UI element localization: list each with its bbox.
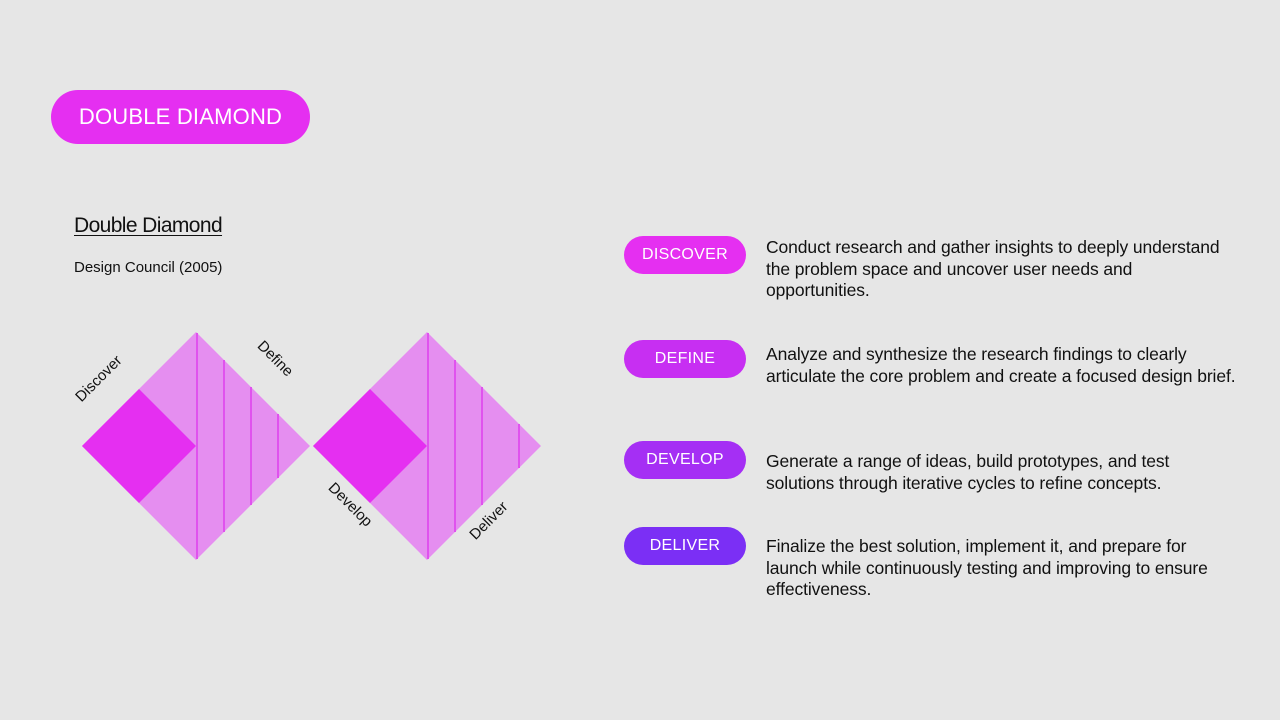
develop-square [313,389,427,503]
model-title: Double Diamond [74,214,223,237]
double-diamond-title-badge: DOUBLE DIAMOND [51,90,310,144]
double-diamond-diagram: Discover Define Develop Deliver [72,332,541,560]
model-source: Design Council (2005) [74,259,223,276]
label-define: Define [254,337,297,380]
phase-define-description: Analyze and synthesize the research find… [766,344,1236,386]
phase-deliver-description: Finalize the best solution, implement it… [766,536,1208,599]
label-discover: Discover [72,352,125,405]
phase-discover-description: Conduct research and gather insights to … [766,237,1220,300]
phase-discover-badge: DISCOVER [624,236,746,274]
phase-develop-badge: DEVELOP [624,441,746,479]
phase-develop-description: Generate a range of ideas, build prototy… [766,451,1170,493]
phase-define-badge: DEFINE [624,340,746,378]
discover-square [82,389,196,503]
phase-deliver-badge: DELIVER [624,527,746,565]
